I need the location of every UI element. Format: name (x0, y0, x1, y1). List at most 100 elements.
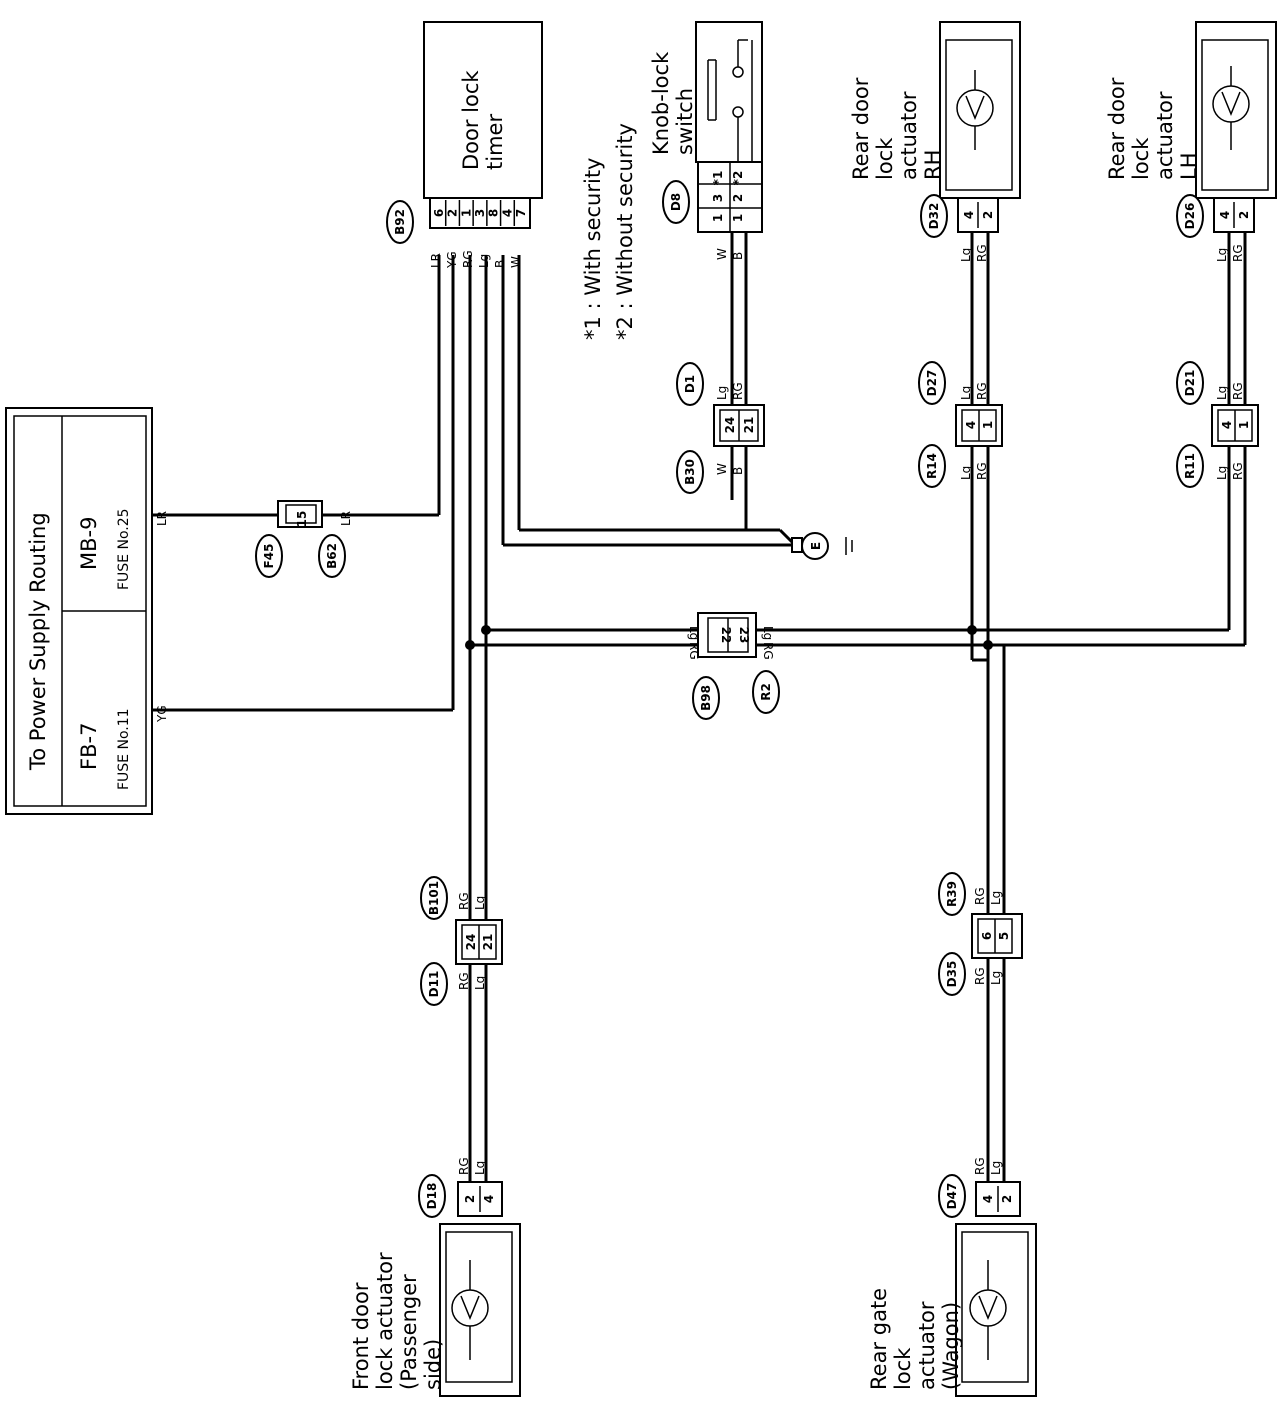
knob-wires (730, 232, 748, 530)
lh-title-3: actuator (1153, 91, 1177, 180)
d26-label: D26 (1183, 203, 1197, 230)
b30-label: B30 (683, 459, 697, 485)
timer-wire-label-lr: LR (429, 253, 443, 268)
b98-pin-22: 22 (719, 627, 733, 644)
timer-wire-label-yg: YG (445, 251, 459, 269)
d27-wire-lg: Lg (959, 386, 973, 400)
front-wire-lg: Lg (473, 1161, 487, 1175)
b30-pin-24: 24 (723, 417, 737, 434)
rear-door-actuator-lh: Rear door lock actuator LH 4 2 D26 Lg RG (1105, 21, 1277, 262)
b98-pin-23: 23 (737, 627, 751, 644)
rh-wires (970, 232, 990, 1160)
timer-wire-label-b: B (493, 260, 507, 268)
fuse-fb7-number: FUSE No.11 (116, 708, 132, 790)
r11-wire-rg: RG (1231, 462, 1245, 480)
front-door-actuator: 2 4 RG Lg D18 Front door lock actuator (… (349, 1157, 521, 1397)
b92-label: B92 (393, 209, 407, 235)
gate-pin-4: 4 (981, 1195, 995, 1203)
b98-wire-lg: Lg (687, 626, 701, 640)
d27-wire-rg: RG (975, 382, 989, 400)
gate-wire-rg: RG (973, 1157, 987, 1175)
r11-pin-1: 1 (1237, 421, 1251, 429)
b98-label: B98 (699, 685, 713, 711)
rh-title-3: actuator (897, 91, 921, 180)
rh-title-2: lock (873, 137, 897, 180)
r14-wire-lg: Lg (959, 466, 973, 480)
knob-wire-w: W (715, 248, 729, 260)
d11-wire-lg: Lg (473, 976, 487, 990)
connector-b101-d11: 24 21 RG Lg RG Lg B101 D11 (420, 876, 503, 1006)
b62-label: B62 (325, 543, 339, 569)
d35-wire-lg: Lg (989, 971, 1003, 985)
knob-switch-title-2: switch (673, 88, 697, 155)
ground-label: E (809, 542, 823, 550)
knob-pin-pins_top-1: *2 (731, 171, 745, 186)
d8-label: D8 (669, 193, 683, 211)
timer-pin-7: 7 (514, 209, 528, 217)
timer-pin-4: 4 (500, 209, 514, 217)
rh-title-4: RH (921, 150, 945, 180)
knob-switch-title-1: Knob-lock (649, 51, 673, 155)
front-pin-4: 4 (482, 1195, 496, 1203)
d21-wire-lg: Lg (1215, 386, 1229, 400)
connector-r14-d27: 4 1 Lg RG Lg RG R14 D27 (918, 361, 1003, 488)
r14-wire-rg: RG (975, 462, 989, 480)
power-wires: LR YG (152, 255, 455, 723)
d21-label: D21 (1183, 370, 1197, 397)
r14-pin-4: 4 (964, 421, 978, 429)
fuse-mb9-name: MB-9 (77, 517, 101, 570)
gate-title-2: lock (891, 1347, 915, 1390)
timer-pin-6: 6 (432, 209, 446, 217)
timer-wires-lines (468, 255, 797, 645)
bus-wires (465, 625, 1245, 920)
lh-title-4: LH (1177, 153, 1201, 181)
timer-pin-8: 8 (487, 209, 501, 217)
d1-wire-lg: Lg (715, 386, 729, 400)
d11-label: D11 (427, 971, 441, 998)
lh-pin-2: 2 (1237, 211, 1251, 219)
front-wires (468, 964, 488, 1182)
rear-door-actuator-rh: Rear door lock actuator RH 4 2 D32 Lg RG (849, 21, 1021, 262)
r14-label: R14 (925, 453, 939, 479)
d1-wire-rg: RG (731, 382, 745, 400)
d35-wire-rg: RG (973, 967, 987, 985)
front-title-4: side) (421, 1339, 445, 1390)
knob-wire-b: B (731, 252, 745, 260)
knob-pin-pins_bot-1: 1 (731, 214, 745, 222)
b98-wire-rg: RG (687, 642, 701, 660)
front-title-1: Front door (349, 1282, 373, 1390)
door-lock-timer-title-1: Door lock (459, 70, 483, 170)
knob-pin-pins_mid-1: 2 (731, 194, 745, 202)
timer-wire-label-w: W (509, 256, 523, 268)
lh-wire-lg: Lg (1215, 248, 1229, 262)
connector-r39-d35: 6 5 RG Lg RG Lg R39 D35 (938, 872, 1023, 996)
door-lock-timer-title-2: timer (483, 114, 507, 170)
lh-title-2: lock (1129, 137, 1153, 180)
gate-title-3: actuator (915, 1301, 939, 1390)
timer-wire-label-lg: Lg (477, 254, 491, 268)
front-title-2: lock actuator (373, 1252, 397, 1390)
rh-pin-2: 2 (981, 211, 995, 219)
timer-wire-label-rg: RG (461, 250, 475, 268)
f45-pin: 15 (295, 511, 309, 528)
gate-pin-2: 2 (1000, 1195, 1014, 1203)
b30-wire-b: B (731, 467, 745, 475)
gate-wires (986, 645, 1006, 1182)
knob-pin-pins_top-0: *1 (711, 171, 725, 186)
connector-b30-d1: 24 21 W B Lg RG B30 D1 (676, 362, 765, 494)
knob-pin-pins_mid-0: 3 (711, 194, 725, 202)
knob-pin-pins_bot-0: 1 (711, 214, 725, 222)
lh-pin-4: 4 (1218, 211, 1232, 219)
rear-gate-actuator: 4 2 RG Lg D47 Rear gate lock actuator (W… (867, 1157, 1037, 1397)
r39-wire-lg: Lg (989, 891, 1003, 905)
d11-wire-rg: RG (457, 972, 471, 990)
wire-label-lr-power: LR (155, 511, 169, 526)
rh-title-1: Rear door (849, 77, 873, 180)
r2-wire-rg: RG (761, 642, 775, 660)
power-supply-box: To Power Supply Routing FB-7 FUSE No.11 … (5, 407, 153, 815)
r11-label: R11 (1183, 453, 1197, 479)
d21-wire-rg: RG (1231, 382, 1245, 400)
front-title-3: (Passenger (397, 1274, 421, 1390)
